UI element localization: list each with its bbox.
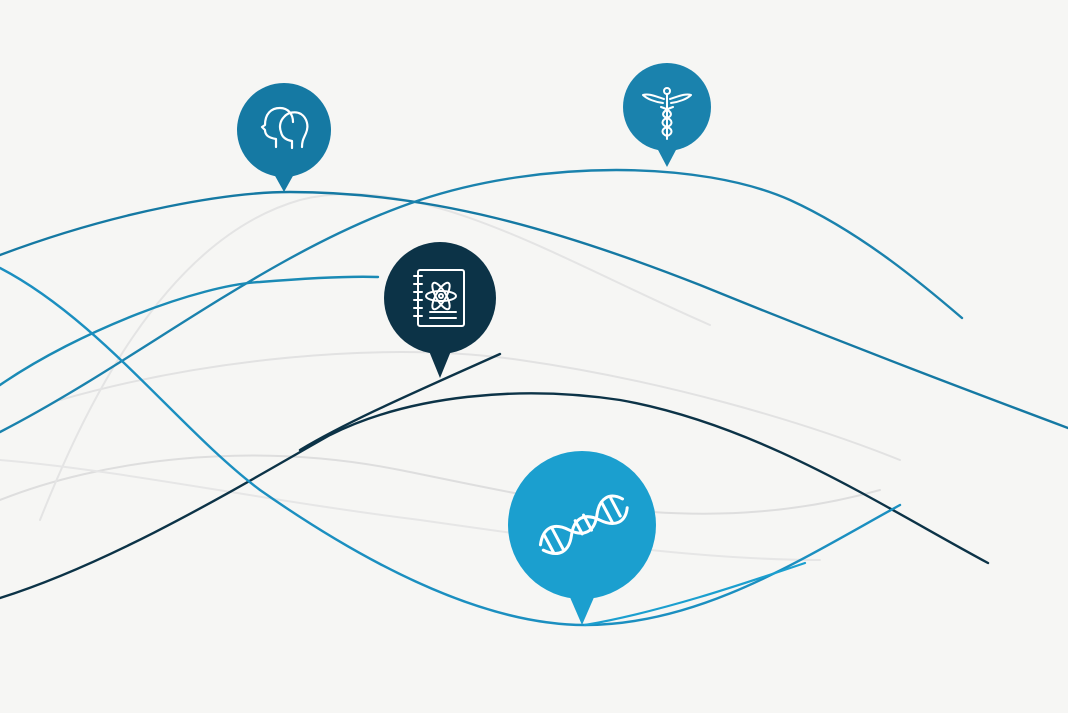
curve-science (298, 352, 502, 452)
faint-curve-3 (39, 193, 711, 521)
genetics-pin[interactable] (508, 451, 656, 625)
curve-short-left (0, 275, 380, 387)
atom-notebook-icon (413, 269, 465, 327)
faint-curve-4 (0, 459, 821, 561)
two-heads-icon (260, 106, 309, 150)
curve-genetics (0, 266, 902, 627)
faint-curve-1 (0, 454, 881, 515)
faint-curves (0, 193, 901, 561)
curve-medicine (0, 168, 964, 434)
medicine-pin[interactable] (623, 63, 711, 167)
curve-people (0, 190, 1068, 430)
science-pin[interactable] (384, 242, 496, 378)
faint-curve-2 (59, 351, 901, 461)
curve-dark-long (0, 392, 990, 600)
curve-genetics-tail (583, 561, 807, 627)
people-pin[interactable] (237, 83, 331, 192)
caduceus-icon (642, 87, 692, 140)
dna-icon (538, 494, 629, 555)
main-curves (0, 168, 1068, 627)
